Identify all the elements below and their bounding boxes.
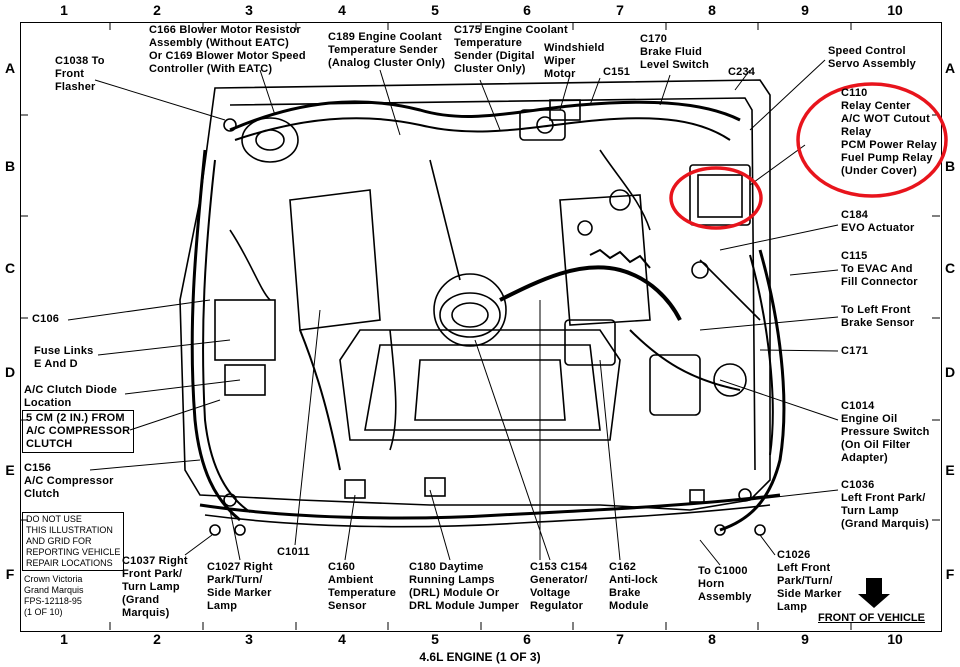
label-c1011: C1011	[277, 546, 310, 558]
grid-col-label: 8	[708, 631, 716, 647]
label-ac-diode: A/C Clutch Diode Location	[24, 384, 118, 409]
grid-col-label: 6	[523, 2, 531, 18]
label-c151: C151	[603, 66, 631, 78]
label-fuse-links: Fuse Links E And D	[34, 345, 94, 370]
grid-col-label: 1	[60, 631, 68, 647]
relay-box-highlight	[669, 166, 763, 230]
grid-row-label: D	[4, 364, 16, 380]
label-c1027: C1027 Right Park/Turn/ Side Marker Lamp	[207, 561, 273, 612]
label-c166: C166 Blower Motor Resistor Assembly (Wit…	[149, 24, 306, 75]
label-c170: C170 Brake Fluid Level Switch	[640, 33, 710, 71]
grid-col-label: 4	[338, 631, 346, 647]
label-c1038: C1038 To Front Flasher	[55, 55, 105, 93]
front-arrow-icon	[858, 578, 890, 608]
label-c1037: C1037 Right Front Park/ Turn Lamp (Grand…	[122, 555, 188, 619]
label-c156: C156 A/C Compressor Clutch	[24, 462, 114, 500]
grid-col-label: 5	[431, 631, 439, 647]
grid-col-label: 9	[801, 2, 809, 18]
label-brake-sensor: To Left Front Brake Sensor	[841, 304, 915, 329]
grid-col-label: 3	[245, 631, 253, 647]
label-speed-control: Speed Control Servo Assembly	[828, 45, 916, 70]
vehicle-info: Crown Victoria Grand Marquis FPS-12118-9…	[24, 574, 84, 617]
label-c189: C189 Engine Coolant Temperature Sender (…	[328, 31, 446, 69]
label-c153-c154: C153 C154 Generator/ Voltage Regulator	[530, 561, 588, 612]
grid-col-label: 7	[616, 631, 624, 647]
label-c171: C171	[841, 345, 869, 357]
grid-col-label: 7	[616, 2, 624, 18]
grid-col-label: 8	[708, 2, 716, 18]
grid-col-label: 10	[887, 631, 903, 647]
grid-row-label: B	[4, 158, 16, 174]
grid-col-label: 9	[801, 631, 809, 647]
do-not-use-notice: DO NOT USE THIS ILLUSTRATION AND GRID FO…	[22, 512, 125, 571]
label-c1026: C1026 Left Front Park/Turn/ Side Marker …	[777, 549, 842, 613]
label-c1014: C1014 Engine Oil Pressure Switch (On Oil…	[841, 400, 930, 464]
grid-row-label: F	[945, 566, 955, 582]
grid-col-label: 5	[431, 2, 439, 18]
grid-row-label: D	[944, 364, 956, 380]
grid-row-label: A	[4, 60, 16, 76]
grid-row-label: E	[945, 462, 955, 478]
grid-col-label: 10	[887, 2, 903, 18]
grid-col-label: 1	[60, 2, 68, 18]
label-c162: C162 Anti-lock Brake Module	[609, 561, 658, 612]
grid-col-label: 2	[153, 2, 161, 18]
label-wiper-motor: Windshield Wiper Motor	[544, 42, 605, 80]
label-c234: C234	[728, 66, 756, 78]
diagram-title: 4.6L ENGINE (1 OF 3)	[419, 650, 541, 664]
front-of-vehicle-label: FRONT OF VEHICLE	[818, 612, 925, 624]
label-c175: C175 Engine Coolant Temperature Sender (…	[454, 24, 568, 75]
grid-col-label: 2	[153, 631, 161, 647]
label-c180: C180 Daytime Running Lamps (DRL) Module …	[409, 561, 520, 612]
label-c1000: To C1000 Horn Assembly	[698, 565, 752, 603]
grid-col-label: 4	[338, 2, 346, 18]
relay-center-highlight	[796, 82, 948, 198]
label-c184: C184 EVO Actuator	[841, 209, 915, 234]
label-c1036: C1036 Left Front Park/ Turn Lamp (Grand …	[841, 479, 929, 530]
grid-row-label: C	[944, 260, 956, 276]
grid-col-label: 6	[523, 631, 531, 647]
label-c110: C110 Relay Center A/C WOT Cutout Relay P…	[841, 87, 937, 177]
label-c115: C115 To EVAC And Fill Connector	[841, 250, 918, 288]
grid-row-label: A	[944, 60, 956, 76]
grid-row-label: F	[5, 566, 15, 582]
label-ac-diode-distance: 5 CM (2 IN.) FROM A/C COMPRESSOR CLUTCH	[22, 410, 135, 453]
label-c106: C106	[32, 313, 60, 325]
label-c160: C160 Ambient Temperature Sensor	[328, 561, 397, 612]
grid-col-label: 3	[245, 2, 253, 18]
grid-row-label: B	[944, 158, 956, 174]
grid-row-label: C	[4, 260, 16, 276]
grid-row-label: E	[5, 462, 15, 478]
